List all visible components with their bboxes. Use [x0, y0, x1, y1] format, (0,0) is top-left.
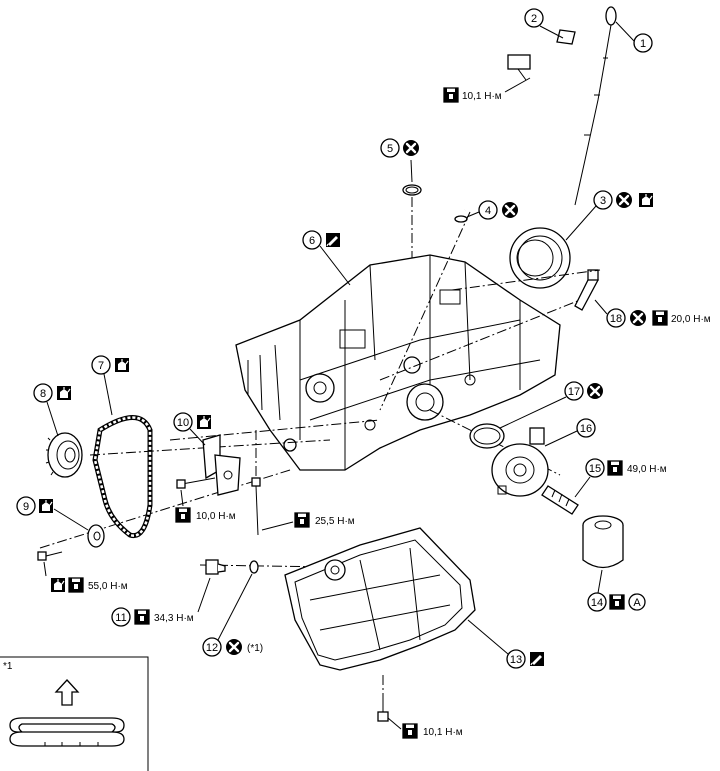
torque-11: 34,3 Н·м	[154, 613, 194, 624]
callout-3	[593, 190, 613, 210]
dipstick	[574, 6, 617, 206]
svg-text:7: 7	[98, 360, 104, 372]
svg-text:4: 4	[485, 205, 491, 217]
mark-a	[628, 593, 646, 611]
svg-text:1: 1	[640, 38, 646, 50]
callout-14	[587, 592, 607, 612]
svg-text:5: 5	[387, 143, 393, 155]
callout-16	[576, 418, 596, 438]
oil-filter-connector	[541, 485, 579, 515]
o-ring-4	[454, 215, 468, 223]
inset-label: *1	[3, 661, 13, 672]
o-ring-5	[402, 184, 422, 196]
svg-text:11: 11	[115, 612, 126, 624]
rear-oil-seal	[509, 227, 571, 289]
oil-can-icon	[38, 498, 54, 514]
callout-7	[91, 355, 111, 375]
do-not-reuse-icon	[585, 381, 605, 401]
callout-4	[478, 200, 498, 220]
oil-can-icon	[638, 192, 654, 208]
svg-text:14: 14	[591, 597, 603, 609]
torque-wrench-icon	[609, 594, 625, 610]
torque-9: 55,0 Н·м	[88, 581, 128, 592]
chain-tensioner	[176, 434, 241, 496]
callout-1	[633, 33, 653, 53]
sprocket-bolt	[37, 551, 63, 561]
oil-can-icon	[56, 385, 72, 401]
torque-wrench-icon	[294, 512, 310, 528]
lower-oil-pan	[284, 527, 476, 671]
torque-wrench-icon	[175, 507, 191, 523]
sealant-icon	[529, 651, 545, 667]
svg-text:2: 2	[531, 13, 537, 25]
torque-18: 20,0 Н·м	[671, 314, 711, 325]
callout-10	[173, 412, 193, 432]
torque-10: 10,0 Н·м	[196, 511, 236, 522]
callout-12	[202, 637, 222, 657]
callout-13	[506, 649, 526, 669]
svg-text:6: 6	[309, 235, 315, 247]
svg-text:15: 15	[589, 463, 601, 475]
dipstick-tube	[463, 29, 576, 211]
oil-level-sensor	[574, 269, 599, 311]
torque-wrench-icon	[607, 460, 623, 476]
oil-pump-chain	[92, 415, 153, 539]
oil-can-icon	[196, 414, 212, 430]
long-bolt	[251, 430, 261, 536]
svg-text:A: A	[633, 597, 641, 609]
svg-text:10: 10	[177, 417, 189, 429]
oil-pump-sprocket	[87, 524, 105, 548]
do-not-reuse-icon	[224, 637, 244, 657]
do-not-reuse-icon	[401, 138, 421, 158]
oil-can-icon	[50, 577, 66, 593]
callout-5	[380, 138, 400, 158]
callout-2	[524, 8, 544, 28]
oil-can-icon	[114, 357, 130, 373]
up-arrow-icon	[54, 679, 80, 706]
torque-wrench-icon	[443, 87, 459, 103]
inset-box: *1	[0, 656, 149, 771]
callout-18	[606, 308, 626, 328]
torque-wrench-icon	[68, 577, 84, 593]
torque-wrench-icon	[402, 723, 418, 739]
upper-oil-pan	[235, 254, 561, 471]
torque-wrench-icon	[652, 310, 668, 326]
torque-bolt: 25,5 Н·м	[315, 516, 355, 527]
callout-11	[111, 607, 131, 627]
o-ring-17	[469, 423, 505, 449]
svg-text:12: 12	[206, 642, 218, 654]
do-not-reuse-icon	[628, 308, 648, 328]
do-not-reuse-icon	[500, 200, 520, 220]
svg-text:8: 8	[40, 388, 46, 400]
lower-pan-bolt	[377, 675, 389, 722]
sealant-icon	[325, 232, 341, 248]
washer-section	[9, 717, 125, 747]
ref-star1: (*1)	[247, 643, 263, 654]
drain-plug	[205, 559, 226, 575]
svg-text:17: 17	[568, 386, 580, 398]
svg-text:13: 13	[510, 654, 522, 666]
oil-cooler	[491, 427, 549, 497]
svg-text:16: 16	[580, 423, 592, 435]
torque-2: 10,1 Н·м	[462, 91, 502, 102]
torque-15: 49,0 Н·м	[627, 464, 667, 475]
svg-text:9: 9	[23, 501, 29, 513]
svg-text:18: 18	[610, 313, 622, 325]
callout-17	[564, 381, 584, 401]
callout-6	[302, 230, 322, 250]
oil-filter	[582, 515, 640, 569]
torque-wrench-icon	[134, 609, 150, 625]
drain-washer	[249, 560, 259, 574]
svg-text:3: 3	[600, 195, 606, 207]
callout-9	[16, 496, 36, 516]
crank-sprocket	[45, 432, 83, 478]
torque-13: 10,1 Н·м	[423, 727, 463, 738]
do-not-reuse-icon	[614, 190, 634, 210]
callout-15	[585, 458, 605, 478]
callout-8	[33, 383, 53, 403]
